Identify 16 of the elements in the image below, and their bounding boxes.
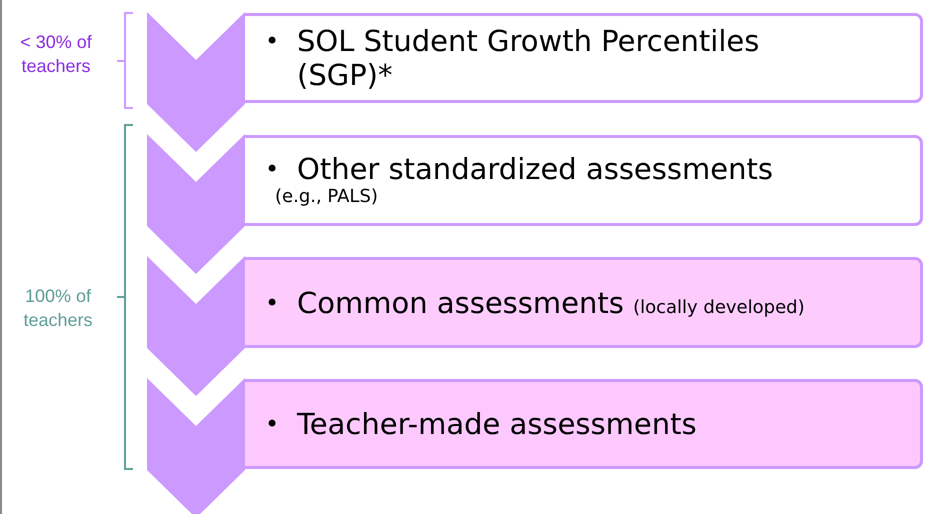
bracket-label: 100% of teachers bbox=[22, 285, 94, 332]
bracket-label: < 30% of teachers bbox=[19, 31, 93, 78]
list-item-box bbox=[245, 135, 923, 226]
bullet: • bbox=[265, 409, 280, 440]
bullet: • bbox=[265, 288, 280, 318]
item-note: (e.g., PALS) bbox=[275, 186, 379, 208]
item-text: Other standardized assessments bbox=[297, 152, 773, 186]
item-text: SOL Student Growth Percentiles (SGP)* bbox=[297, 24, 760, 92]
item-note: (locally developed) bbox=[633, 296, 805, 318]
item-text: Teacher-made assessments bbox=[297, 407, 697, 441]
list-item-box bbox=[245, 13, 923, 103]
list-item-box bbox=[245, 379, 923, 469]
item-text: Common assessments bbox=[297, 286, 624, 320]
bullet: • bbox=[265, 26, 280, 57]
bullet: • bbox=[265, 154, 280, 186]
list-item-box bbox=[245, 257, 923, 348]
